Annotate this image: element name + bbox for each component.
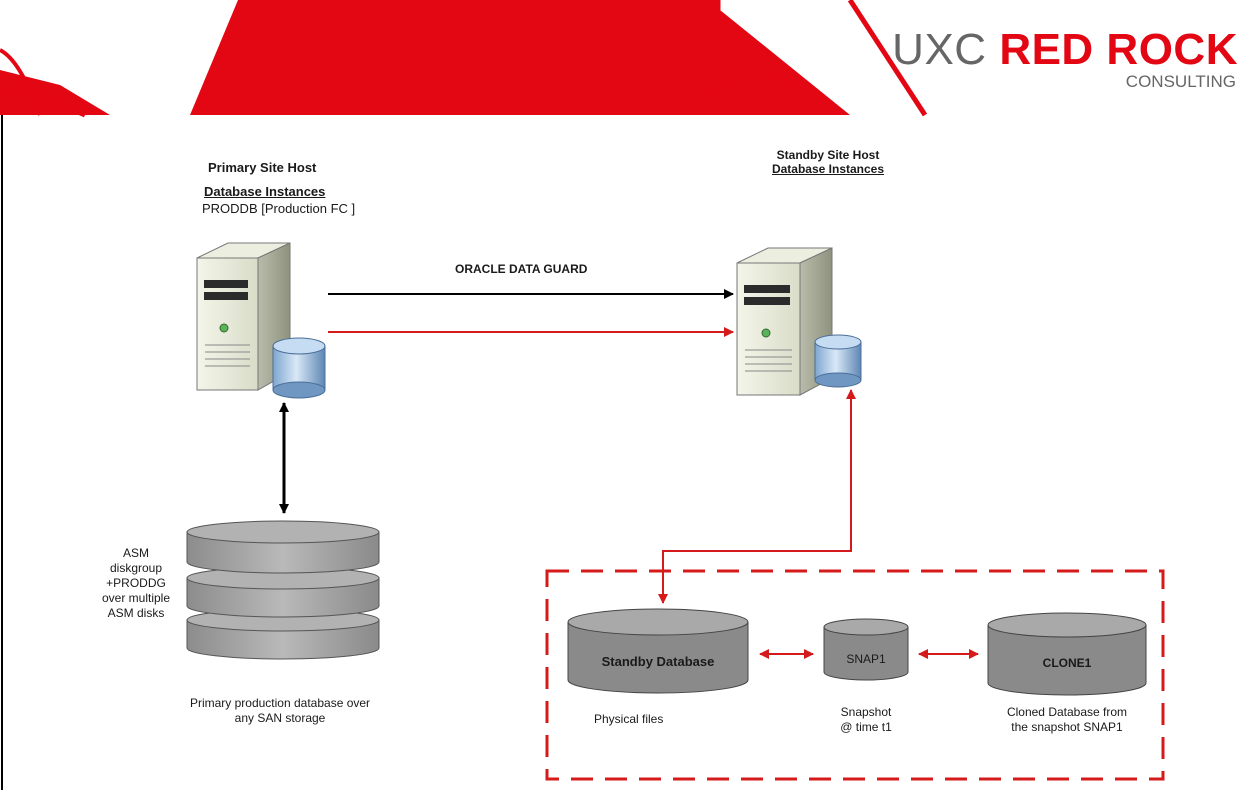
standby-db-instances-label: Database Instances — [771, 162, 885, 176]
banner-decoration — [0, 0, 928, 118]
storage-caption-line: Primary production database over — [189, 696, 371, 710]
logo-subtitle: CONSULTING — [1125, 72, 1236, 91]
clone1-caption: Cloned Database from the snapshot SNAP1 — [975, 705, 1159, 735]
standby-db-disk-icon — [567, 608, 749, 694]
asm-note-line: diskgroup — [109, 561, 163, 575]
logo-highlight: RED ROCK — [999, 25, 1238, 74]
snap1-caption: Snapshot @ time t1 — [816, 705, 916, 735]
snap1-disk-icon — [823, 618, 909, 681]
primary-server-icon — [196, 242, 291, 391]
asm-note-line: ASM disks — [107, 606, 165, 620]
brand-logo: UXC RED ROCK CONSULTING — [892, 28, 1238, 92]
primary-db-instances-label: Database Instances — [204, 184, 326, 199]
logo-prefix: UXC — [892, 25, 987, 74]
primary-site-title: Primary Site Host — [208, 160, 317, 175]
storage-caption-line: any SAN storage — [234, 711, 326, 725]
asm-disk-stack-icon — [186, 520, 380, 660]
snap1-caption-line: @ time t1 — [840, 720, 892, 734]
primary-database-icon — [272, 337, 326, 399]
asm-note-line: over multiple — [101, 591, 171, 605]
asm-note: ASM diskgroup +PRODDG over multiple ASM … — [96, 546, 176, 621]
standby-site-title: Standby Site Host — [776, 148, 880, 162]
asm-note-line: +PRODDG — [106, 576, 166, 590]
standby-to-snapshot-arrow — [658, 389, 856, 604]
standby-database-icon — [814, 334, 862, 388]
clone1-caption-line: the snapshot SNAP1 — [1011, 720, 1123, 734]
storage-caption: Primary production database over any SAN… — [160, 696, 400, 726]
clone1-caption-line: Cloned Database from — [1006, 705, 1128, 719]
clone1-disk-icon — [987, 612, 1147, 696]
standby-server-icon — [736, 247, 833, 396]
standby-db-disk-label: Standby Database — [601, 654, 715, 669]
snap1-label: SNAP1 — [846, 652, 886, 666]
asm-note-line: ASM — [122, 546, 149, 560]
snap1-caption-line: Snapshot — [840, 705, 892, 719]
primary-db-instance-name: PRODDB [Production FC ] — [202, 201, 356, 216]
data-guard-label: ORACLE DATA GUARD — [455, 262, 588, 276]
standby-db-caption: Physical files — [594, 712, 664, 726]
clone1-label: CLONE1 — [1042, 656, 1092, 670]
